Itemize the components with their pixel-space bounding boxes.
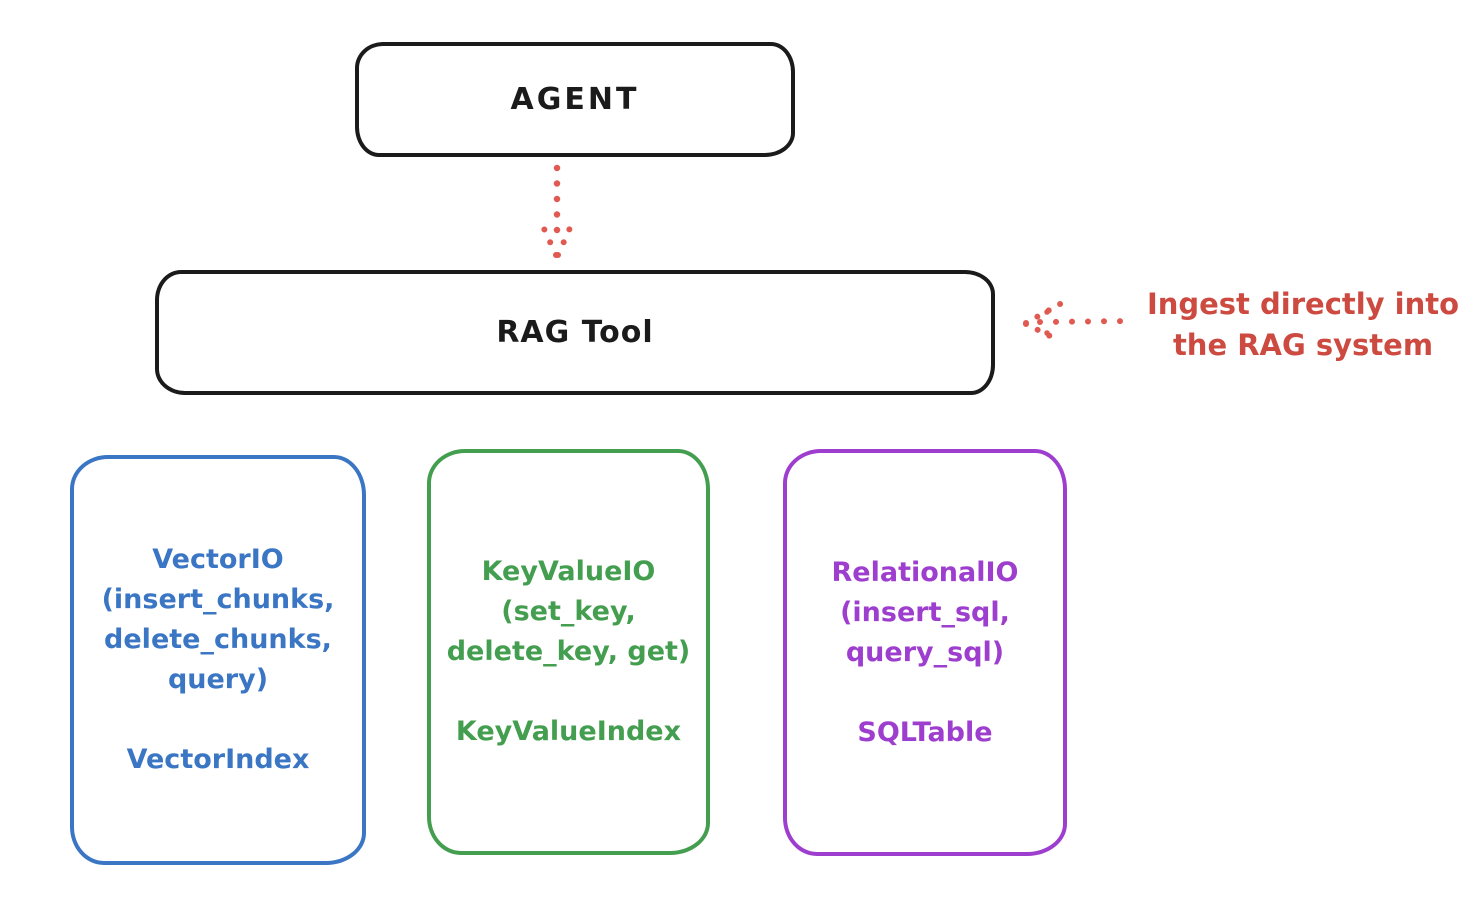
vector-io-line: (insert_chunks, <box>101 584 335 615</box>
keyvalue-io-line: delete_key, get) <box>446 636 691 667</box>
keyvalue-io-label: KeyValueIO (set_key, delete_key, get) Ke… <box>447 552 691 752</box>
keyvalue-io-node: KeyValueIO (set_key, delete_key, get) Ke… <box>427 449 710 855</box>
vector-io-label: VectorIO (insert_chunks, delete_chunks, … <box>102 540 335 780</box>
keyvalue-io-line: KeyValueIO <box>481 556 656 587</box>
vector-io-line: VectorIO <box>152 544 284 575</box>
agent-node-label: AGENT <box>510 82 640 117</box>
keyvalue-index-label: KeyValueIndex <box>455 716 682 747</box>
relational-io-label: RelationalIO (insert_sql, query_sql) SQL… <box>832 553 1019 753</box>
ingest-annotation-line2: the RAG system <box>1172 328 1434 362</box>
relational-io-line: RelationalIO <box>831 556 1019 588</box>
agent-node: AGENT <box>355 42 795 157</box>
agent-to-rag-arrow <box>537 164 577 258</box>
ingest-annotation-line1: Ingest directly into <box>1146 287 1460 321</box>
sql-table-label: SQLTable <box>857 716 993 748</box>
relational-io-line: query_sql) <box>845 636 1005 668</box>
relational-io-line: (insert_sql, <box>840 596 1010 628</box>
vector-io-node: VectorIO (insert_chunks, delete_chunks, … <box>70 455 366 865</box>
relational-io-node: RelationalIO (insert_sql, query_sql) SQL… <box>783 449 1067 856</box>
vector-io-line: query) <box>167 664 269 695</box>
ingest-arrow <box>1023 300 1134 344</box>
keyvalue-io-line: (set_key, <box>501 596 636 627</box>
vector-io-line: delete_chunks, <box>104 624 332 655</box>
vector-index-label: VectorIndex <box>126 744 310 775</box>
ingest-annotation: Ingest directly into the RAG system <box>1122 284 1484 366</box>
rag-tool-node-label: RAG Tool <box>496 315 654 350</box>
rag-tool-node: RAG Tool <box>155 270 995 395</box>
